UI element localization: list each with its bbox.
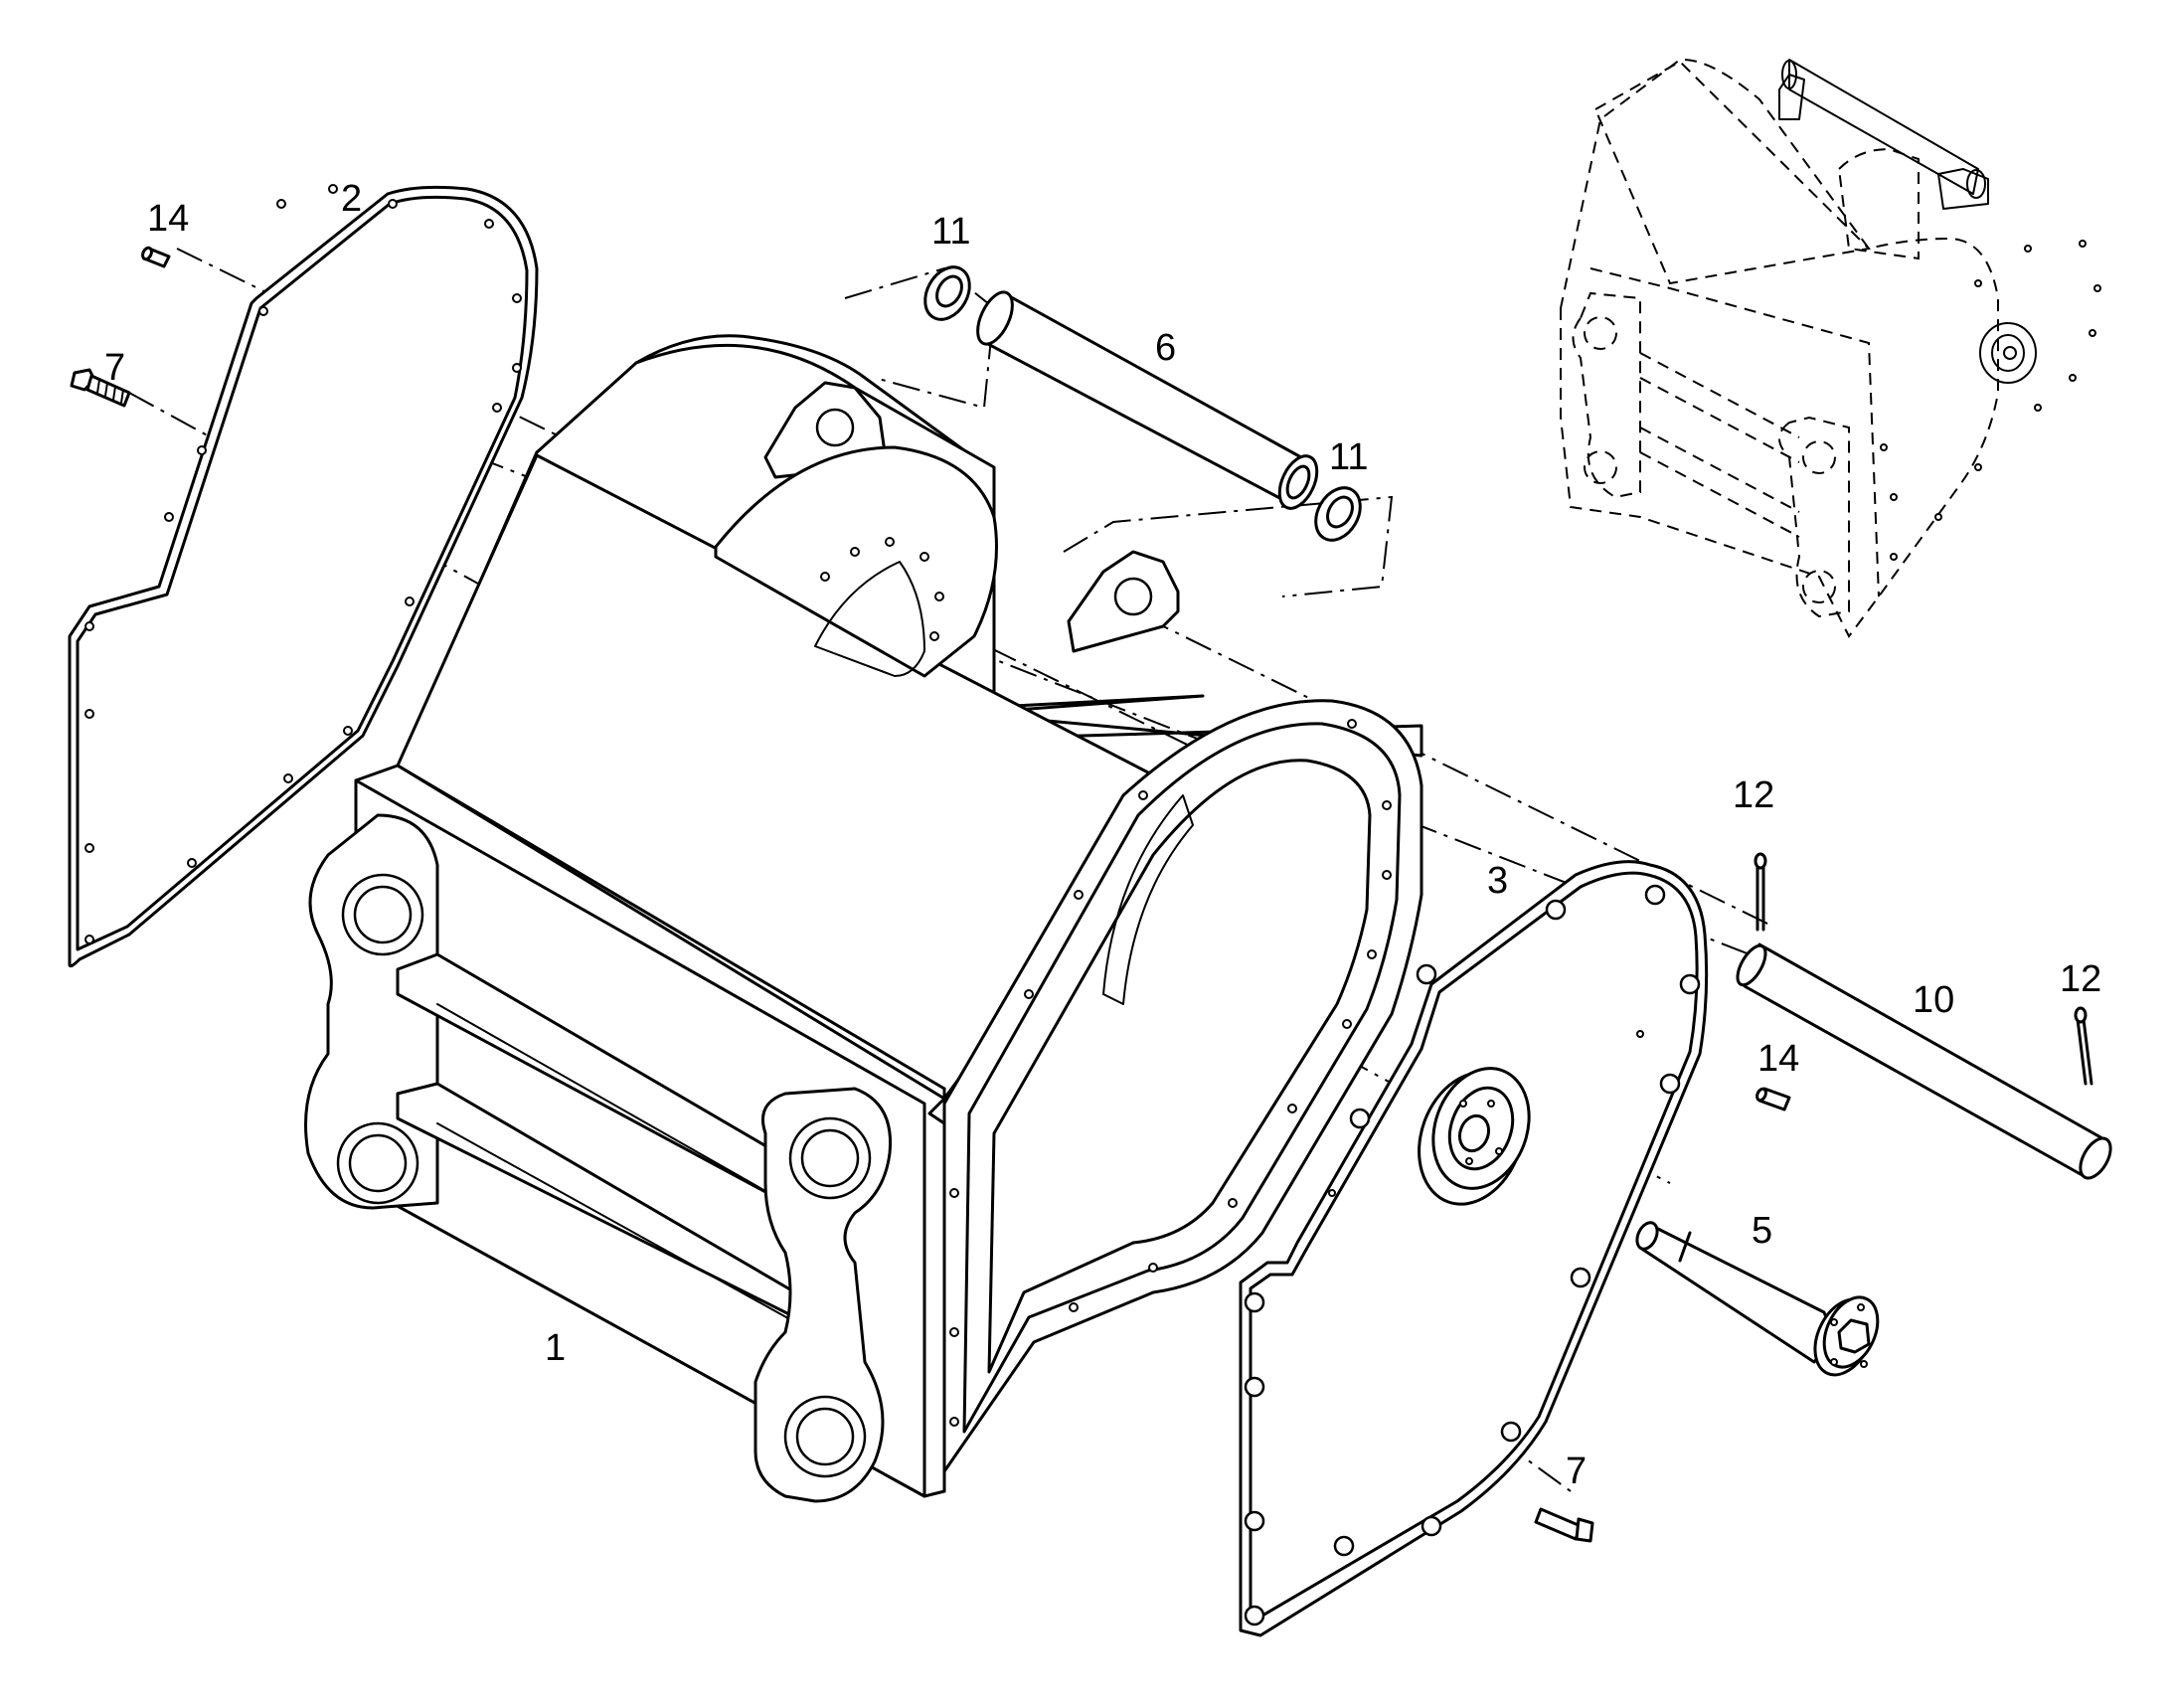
part-11-washers <box>923 265 1362 542</box>
part-5-shaft <box>1635 1221 1880 1377</box>
callout-10: 10 <box>1913 979 1954 1021</box>
callout-12-top: 12 <box>1733 774 1774 816</box>
housing-bolt-holes <box>820 537 1392 1427</box>
assembled-view-thumbnail <box>1560 58 2101 638</box>
callout-11-right: 11 <box>1329 436 1368 478</box>
callout-7-left: 7 <box>104 347 125 389</box>
callout-11-top: 11 <box>931 211 970 253</box>
callout-2: 2 <box>341 178 362 220</box>
part-3-right-cover <box>1239 860 1709 1637</box>
callout-14-left: 14 <box>147 198 189 240</box>
cover-3-bolt-holes <box>1244 884 1701 1626</box>
part-2-left-cover <box>68 184 539 968</box>
callout-12-right: 12 <box>2060 958 2101 1000</box>
callout-3: 3 <box>1487 860 1508 902</box>
callout-1: 1 <box>545 1327 566 1369</box>
part-6-pin <box>976 290 1319 510</box>
part-1-housing <box>304 334 1423 1503</box>
part-14-pins <box>141 246 1791 1111</box>
callout-labels: 14 2 7 11 6 11 3 12 12 10 14 5 7 1 <box>104 178 2101 1492</box>
part-12-cotter-pins <box>1754 852 2093 1086</box>
callout-5: 5 <box>1752 1210 1772 1252</box>
callout-6: 6 <box>1155 327 1176 369</box>
callout-14-right: 14 <box>1757 1038 1799 1080</box>
thumbnail-bolt-holes <box>1880 240 2101 561</box>
part-7-bolts <box>70 368 1594 1543</box>
bearing-flange <box>1418 1067 1531 1206</box>
part-10-long-pin <box>1736 942 2112 1180</box>
callout-7-bottom: 7 <box>1566 1451 1587 1492</box>
